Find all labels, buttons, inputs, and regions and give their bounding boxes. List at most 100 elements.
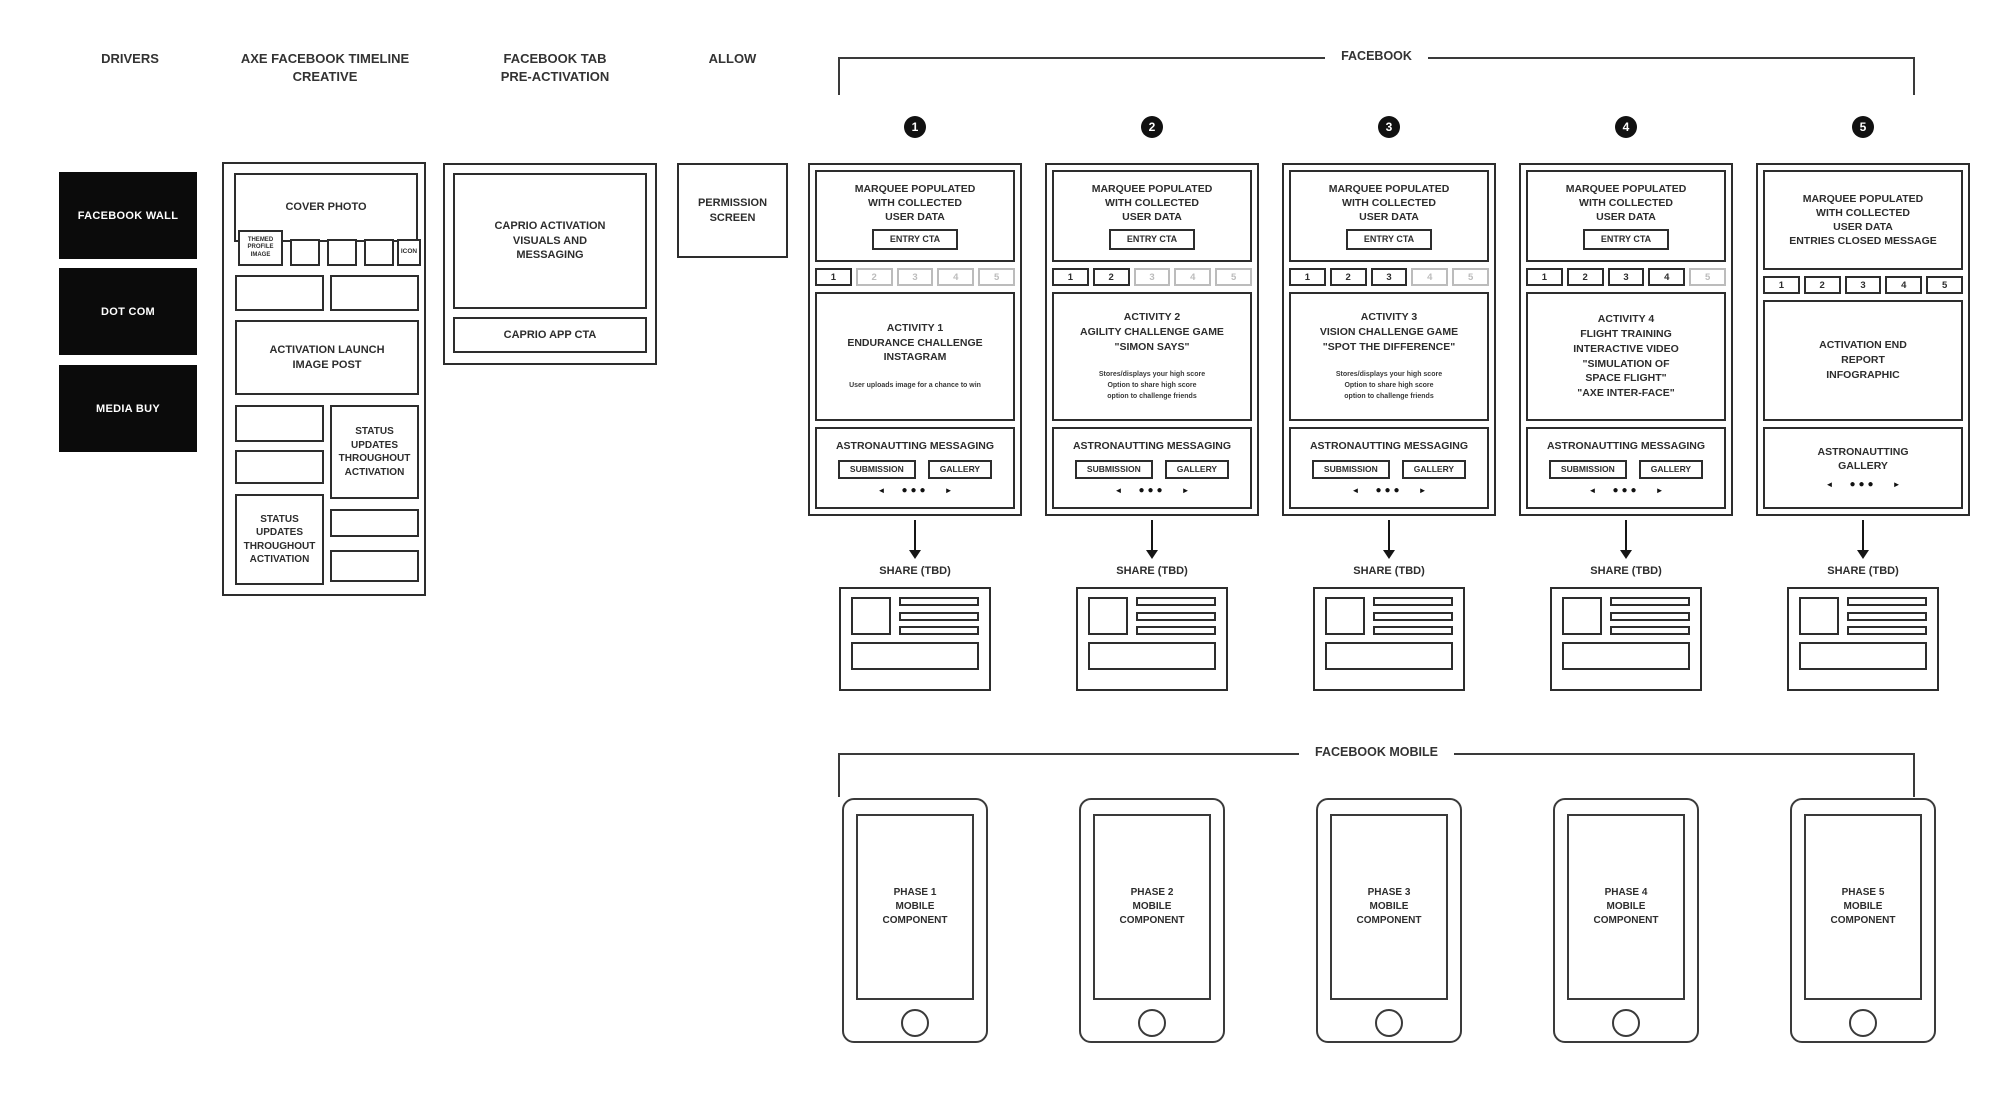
carousel-prev-icon[interactable]: ◄ <box>1825 480 1834 490</box>
app-tab-box <box>364 239 394 266</box>
tab-1[interactable]: 1 <box>1289 268 1326 286</box>
bracket-tick <box>838 753 840 797</box>
home-button-icon[interactable] <box>1138 1009 1166 1037</box>
carousel-next-icon[interactable]: ► <box>1892 480 1901 490</box>
activity-note: User uploads image for a chance to win <box>849 382 981 390</box>
home-button-icon[interactable] <box>901 1009 929 1037</box>
tab-4[interactable]: 4 <box>1885 276 1923 294</box>
carousel-prev-icon[interactable]: ◄ <box>1351 485 1360 495</box>
tab-1[interactable]: 1 <box>1763 276 1800 294</box>
share-text-bar <box>899 611 979 621</box>
tab-5[interactable]: 5 <box>978 268 1015 286</box>
facebook-tab-wireframe-4: MARQUEE POPULATED WITH COLLECTED USER DA… <box>1519 163 1733 516</box>
activity-title: ACTIVITY 2 AGILITY CHALLENGE GAME "SIMON… <box>1080 311 1224 353</box>
messaging-label: ASTRONAUTTING MESSAGING <box>1072 440 1232 453</box>
tab-4[interactable]: 4 <box>1411 268 1449 286</box>
messaging-buttons: SUBMISSION GALLERY <box>1311 459 1467 479</box>
marquee-label: MARQUEE POPULATED WITH COLLECTED USER DA… <box>854 182 976 224</box>
status-updates-label: STATUS UPDATES THROUGHOUT ACTIVATION <box>338 426 411 478</box>
phase-number: 1 <box>911 120 919 134</box>
mobile-phone-frame: PHASE 5 MOBILE COMPONENT <box>1790 798 1936 1043</box>
carousel-dots-icon[interactable]: ●●● <box>1375 484 1403 496</box>
submission-button[interactable]: SUBMISSION <box>1311 459 1390 479</box>
carousel-next-icon[interactable]: ► <box>1655 485 1664 495</box>
share-text-bar <box>899 597 979 606</box>
tab-3[interactable]: 3 <box>1607 268 1645 286</box>
carousel-prev-icon[interactable]: ◄ <box>1588 485 1597 495</box>
home-button-icon[interactable] <box>1612 1009 1640 1037</box>
entry-cta-button[interactable]: ENTRY CTA <box>1108 229 1196 251</box>
entry-cta-button[interactable]: ENTRY CTA <box>1345 229 1433 251</box>
preactivation-heading: FACEBOOK TAB PRE-ACTIVATION <box>500 51 610 85</box>
submission-button[interactable]: SUBMISSION <box>1074 459 1153 479</box>
bracket-tick <box>1913 753 1915 797</box>
carousel-next-icon[interactable]: ► <box>1418 485 1427 495</box>
post-placeholder-box <box>235 275 324 311</box>
tab-2[interactable]: 2 <box>1566 268 1604 286</box>
tab-2[interactable]: 2 <box>855 268 893 286</box>
gallery-button[interactable]: GALLERY <box>927 459 993 479</box>
mobile-phone-frame: PHASE 1 MOBILE COMPONENT <box>842 798 988 1043</box>
timeline-creative-heading: AXE FACEBOOK TIMELINE CREATIVE <box>240 51 410 85</box>
facebook-mobile-bracket: FACEBOOK MOBILE <box>838 745 1916 797</box>
tab-4[interactable]: 4 <box>1174 268 1212 286</box>
cover-photo-label: COVER PHOTO <box>285 201 367 214</box>
tab-1[interactable]: 1 <box>1052 268 1089 286</box>
gallery-button[interactable]: GALLERY <box>1164 459 1230 479</box>
post-placeholder-box <box>330 509 419 537</box>
carousel-dots-icon[interactable]: ●●● <box>1138 484 1166 496</box>
share-body-box <box>851 642 979 670</box>
facebook-tab-wireframe-3: MARQUEE POPULATED WITH COLLECTED USER DA… <box>1282 163 1496 516</box>
bracket-line <box>1453 753 1916 755</box>
mobile-screen: PHASE 2 MOBILE COMPONENT <box>1093 814 1211 1000</box>
carousel-prev-icon[interactable]: ◄ <box>877 485 886 495</box>
phase-5-column: 5 MARQUEE POPULATED WITH COLLECTED USER … <box>1756 116 1970 691</box>
activation-launch-box: ACTIVATION LAUNCH IMAGE POST <box>235 320 419 395</box>
tab-5[interactable]: 5 <box>1926 276 1963 294</box>
tab-1[interactable]: 1 <box>815 268 852 286</box>
facebook-bracket-label: FACEBOOK <box>1341 49 1412 63</box>
tab-2[interactable]: 2 <box>1803 276 1841 294</box>
share-avatar-box <box>851 597 891 635</box>
tab-2[interactable]: 2 <box>1092 268 1130 286</box>
caprio-app-cta-button[interactable]: CAPRIO APP CTA <box>453 317 647 353</box>
gallery-button[interactable]: GALLERY <box>1401 459 1467 479</box>
tab-2[interactable]: 2 <box>1329 268 1367 286</box>
activity-title: ACTIVITY 3 VISION CHALLENGE GAME "SPOT T… <box>1319 311 1459 353</box>
tab-3[interactable]: 3 <box>1370 268 1408 286</box>
tab-5[interactable]: 5 <box>1452 268 1489 286</box>
carousel-dots-icon[interactable]: ●●● <box>1849 479 1877 491</box>
marquee-label: MARQUEE POPULATED WITH COLLECTED USER DA… <box>1091 182 1213 224</box>
carousel-next-icon[interactable]: ► <box>1181 485 1190 495</box>
marquee-section: MARQUEE POPULATED WITH COLLECTED USER DA… <box>1763 170 1963 270</box>
status-updates-box-left: STATUS UPDATES THROUGHOUT ACTIVATION <box>235 494 324 585</box>
share-body-box <box>1088 642 1216 670</box>
home-button-icon[interactable] <box>1375 1009 1403 1037</box>
tab-5[interactable]: 5 <box>1689 268 1726 286</box>
carousel-next-icon[interactable]: ► <box>944 485 953 495</box>
home-button-icon[interactable] <box>1849 1009 1877 1037</box>
tab-5[interactable]: 5 <box>1215 268 1252 286</box>
activity-section: ACTIVITY 2 AGILITY CHALLENGE GAME "SIMON… <box>1052 292 1252 421</box>
flow-arrow-down <box>1383 520 1395 559</box>
tab-3[interactable]: 3 <box>1133 268 1171 286</box>
carousel-prev-icon[interactable]: ◄ <box>1114 485 1123 495</box>
carousel: ◄ ●●● ► <box>1588 484 1664 496</box>
tab-3[interactable]: 3 <box>896 268 934 286</box>
submission-button[interactable]: SUBMISSION <box>837 459 916 479</box>
bracket-line <box>838 57 1326 59</box>
submission-button[interactable]: SUBMISSION <box>1548 459 1627 479</box>
tab-row: 1 2 3 4 5 <box>1763 276 1963 294</box>
carousel-dots-icon[interactable]: ●●● <box>901 484 929 496</box>
entry-cta-button[interactable]: ENTRY CTA <box>871 229 959 251</box>
post-placeholder-box <box>235 405 324 442</box>
tab-4[interactable]: 4 <box>937 268 975 286</box>
gallery-button[interactable]: GALLERY <box>1638 459 1704 479</box>
tab-1[interactable]: 1 <box>1526 268 1563 286</box>
tab-3[interactable]: 3 <box>1844 276 1882 294</box>
phase-4-column: 4 MARQUEE POPULATED WITH COLLECTED USER … <box>1519 116 1733 691</box>
carousel-dots-icon[interactable]: ●●● <box>1612 484 1640 496</box>
tab-4[interactable]: 4 <box>1648 268 1686 286</box>
share-text-bar <box>1136 611 1216 621</box>
entry-cta-button[interactable]: ENTRY CTA <box>1582 229 1670 251</box>
